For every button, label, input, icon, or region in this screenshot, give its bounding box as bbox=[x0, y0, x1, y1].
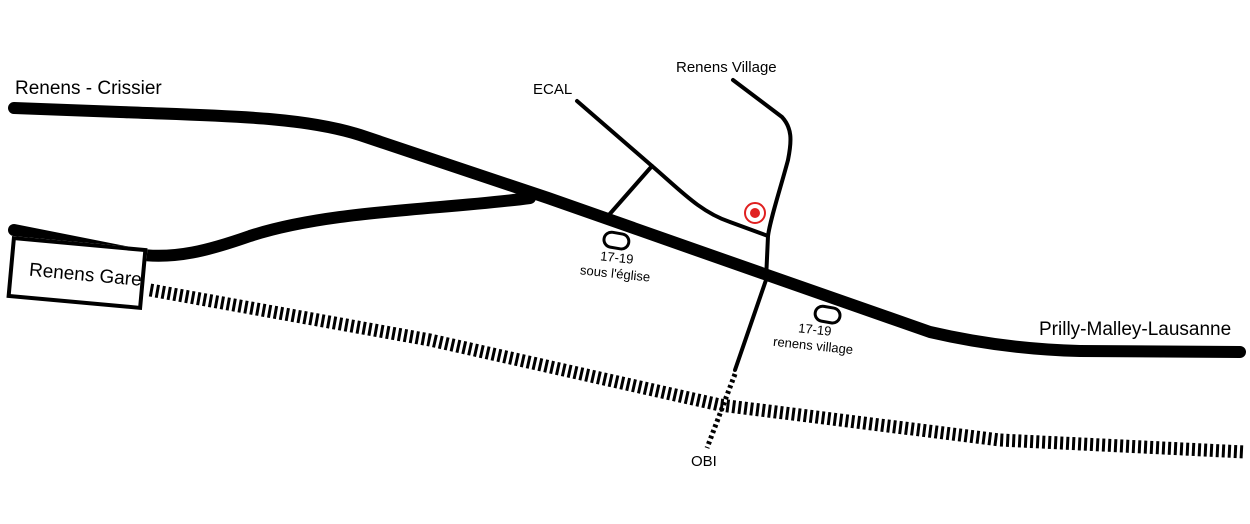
bus-stop-icon bbox=[602, 230, 631, 251]
renens-gare-label: Renens Gare bbox=[28, 259, 143, 291]
renens-village-label: Renens Village bbox=[676, 59, 777, 76]
ecal-label: ECAL bbox=[533, 81, 573, 98]
ecal-road bbox=[575, 99, 770, 238]
prilly-malley-lausanne-label: Prilly-Malley-Lausanne bbox=[1039, 319, 1232, 340]
ecal-connector bbox=[606, 164, 654, 218]
railway-track bbox=[148, 283, 1246, 459]
bus-stop-icon bbox=[813, 304, 842, 325]
target-dot-icon bbox=[744, 202, 766, 224]
main-road bbox=[8, 102, 1246, 358]
obi-road bbox=[733, 278, 768, 372]
renens-gare-station: Renens Gare bbox=[6, 235, 148, 311]
obi-road-dotted bbox=[704, 373, 738, 449]
obi-label: OBI bbox=[691, 453, 717, 470]
gare-road bbox=[8, 192, 536, 262]
renens-crissier-label: Renens - Crissier bbox=[15, 78, 162, 99]
village-road bbox=[731, 78, 793, 282]
